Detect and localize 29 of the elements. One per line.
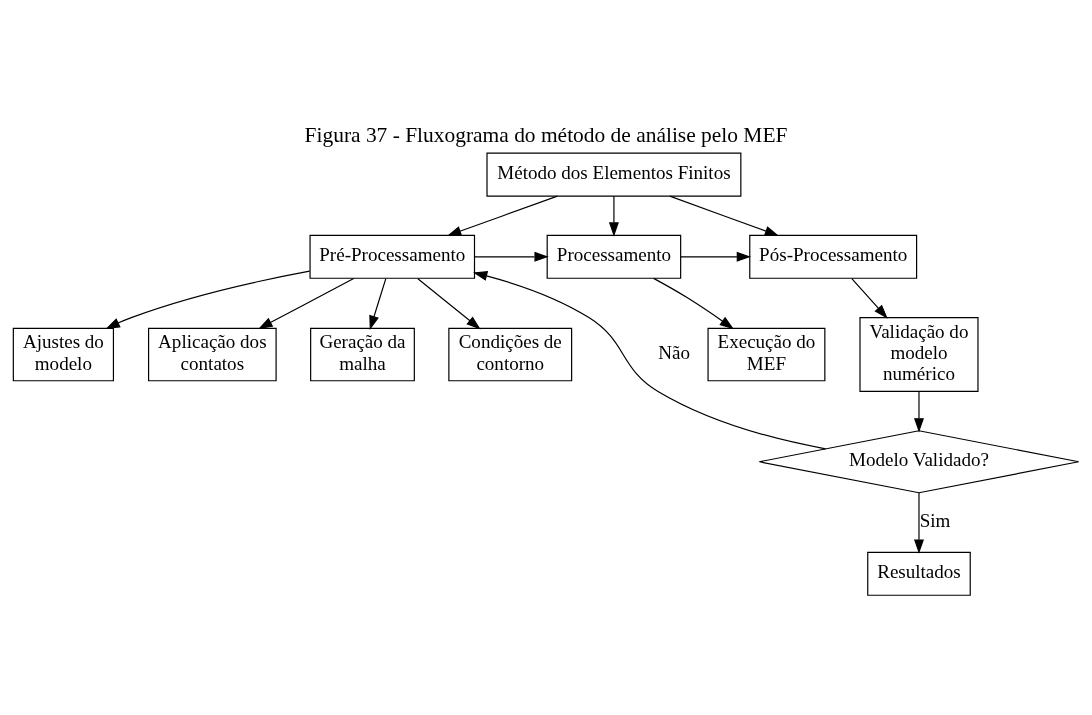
arrow — [913, 492, 924, 554]
node-box: Ajustes do modelo — [12, 327, 115, 382]
edge-label: Sim — [919, 510, 951, 532]
arrow — [851, 278, 888, 319]
arrow — [653, 277, 734, 330]
arrow — [447, 195, 558, 236]
node-box: Resultados — [867, 551, 971, 596]
arrow — [473, 271, 827, 450]
arrow — [258, 277, 355, 329]
edge-label: Não — [658, 342, 690, 364]
node-box: Geração da malha — [310, 327, 415, 382]
node-box: Processamento — [546, 234, 682, 279]
arrow — [913, 391, 924, 433]
arrow — [369, 278, 387, 330]
node-box: Condições de contorno — [448, 327, 573, 382]
node-box: Pós-Processamento — [749, 234, 918, 279]
arrow — [473, 251, 549, 262]
node-diamond: Modelo Validado? — [758, 430, 1080, 494]
node-box: Método dos Elementos Finitos — [486, 152, 742, 197]
arrow — [608, 195, 619, 237]
arrow — [105, 270, 311, 329]
node-box: Pré-Processamento — [309, 234, 476, 279]
arrow — [680, 251, 751, 262]
node-box: Validação do modelo numérico — [859, 317, 979, 393]
arrow — [669, 195, 780, 236]
node-box: Execução do MEF — [707, 327, 826, 382]
arrow — [417, 278, 481, 330]
diagram-title: Figura 37 - Fluxograma do método de análise pelo MEF — [304, 122, 788, 147]
node-box: Aplicação dos contatos — [148, 327, 277, 382]
